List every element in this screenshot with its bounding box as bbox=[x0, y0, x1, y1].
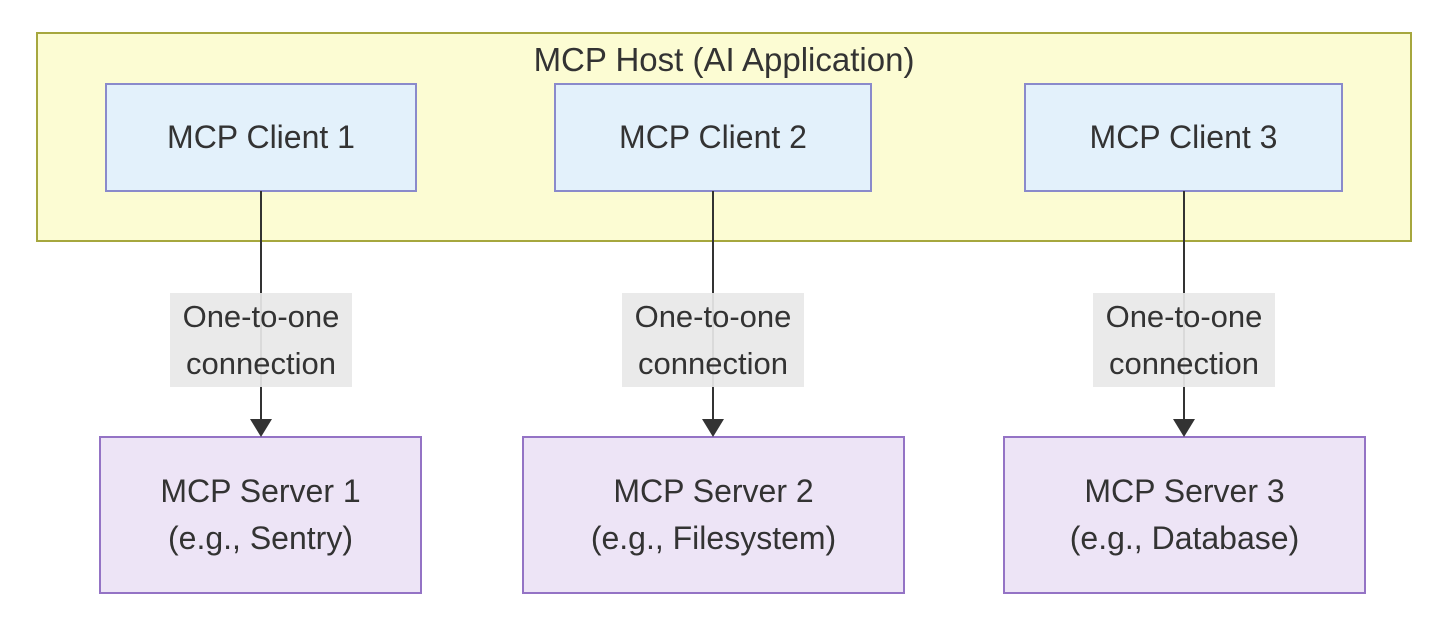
server-node-2: MCP Server 2 (e.g., Filesystem) bbox=[522, 436, 905, 594]
edge-label-3-line1: One-to-one bbox=[1105, 299, 1263, 334]
server-node-2-example: (e.g., Filesystem) bbox=[590, 520, 837, 556]
server-node-3: MCP Server 3 (e.g., Database) bbox=[1003, 436, 1366, 594]
server-node-1-name: MCP Server 1 bbox=[160, 473, 361, 509]
arrowhead-down-icon-3 bbox=[1173, 419, 1195, 437]
edge-label-2-line2: connection bbox=[638, 346, 788, 381]
edge-label-1-line2: connection bbox=[186, 346, 336, 381]
client-node-1: MCP Client 1 bbox=[105, 83, 417, 192]
server-node-3-name: MCP Server 3 bbox=[1084, 473, 1285, 509]
client-node-3-label: MCP Client 3 bbox=[1089, 119, 1278, 155]
edge-label-3-line2: connection bbox=[1109, 346, 1259, 381]
client-node-3: MCP Client 3 bbox=[1024, 83, 1343, 192]
client-node-2: MCP Client 2 bbox=[554, 83, 872, 192]
server-node-1-example: (e.g., Sentry) bbox=[168, 520, 353, 556]
client-node-2-label: MCP Client 2 bbox=[619, 119, 807, 155]
server-node-3-example: (e.g., Database) bbox=[1069, 520, 1300, 556]
host-title: MCP Host (AI Application) bbox=[533, 41, 915, 78]
arrowhead-down-icon-1 bbox=[250, 419, 272, 437]
arrowhead-down-icon-2 bbox=[702, 419, 724, 437]
client-node-1-label: MCP Client 1 bbox=[167, 119, 355, 155]
edge-label-1: One-to-one connection bbox=[170, 293, 352, 387]
server-node-1: MCP Server 1 (e.g., Sentry) bbox=[99, 436, 422, 594]
server-node-2-name: MCP Server 2 bbox=[613, 473, 814, 509]
edge-label-2-line1: One-to-one bbox=[634, 299, 792, 334]
edge-label-1-line1: One-to-one bbox=[182, 299, 340, 334]
edge-label-3: One-to-one connection bbox=[1093, 293, 1275, 387]
edge-label-2: One-to-one connection bbox=[622, 293, 804, 387]
